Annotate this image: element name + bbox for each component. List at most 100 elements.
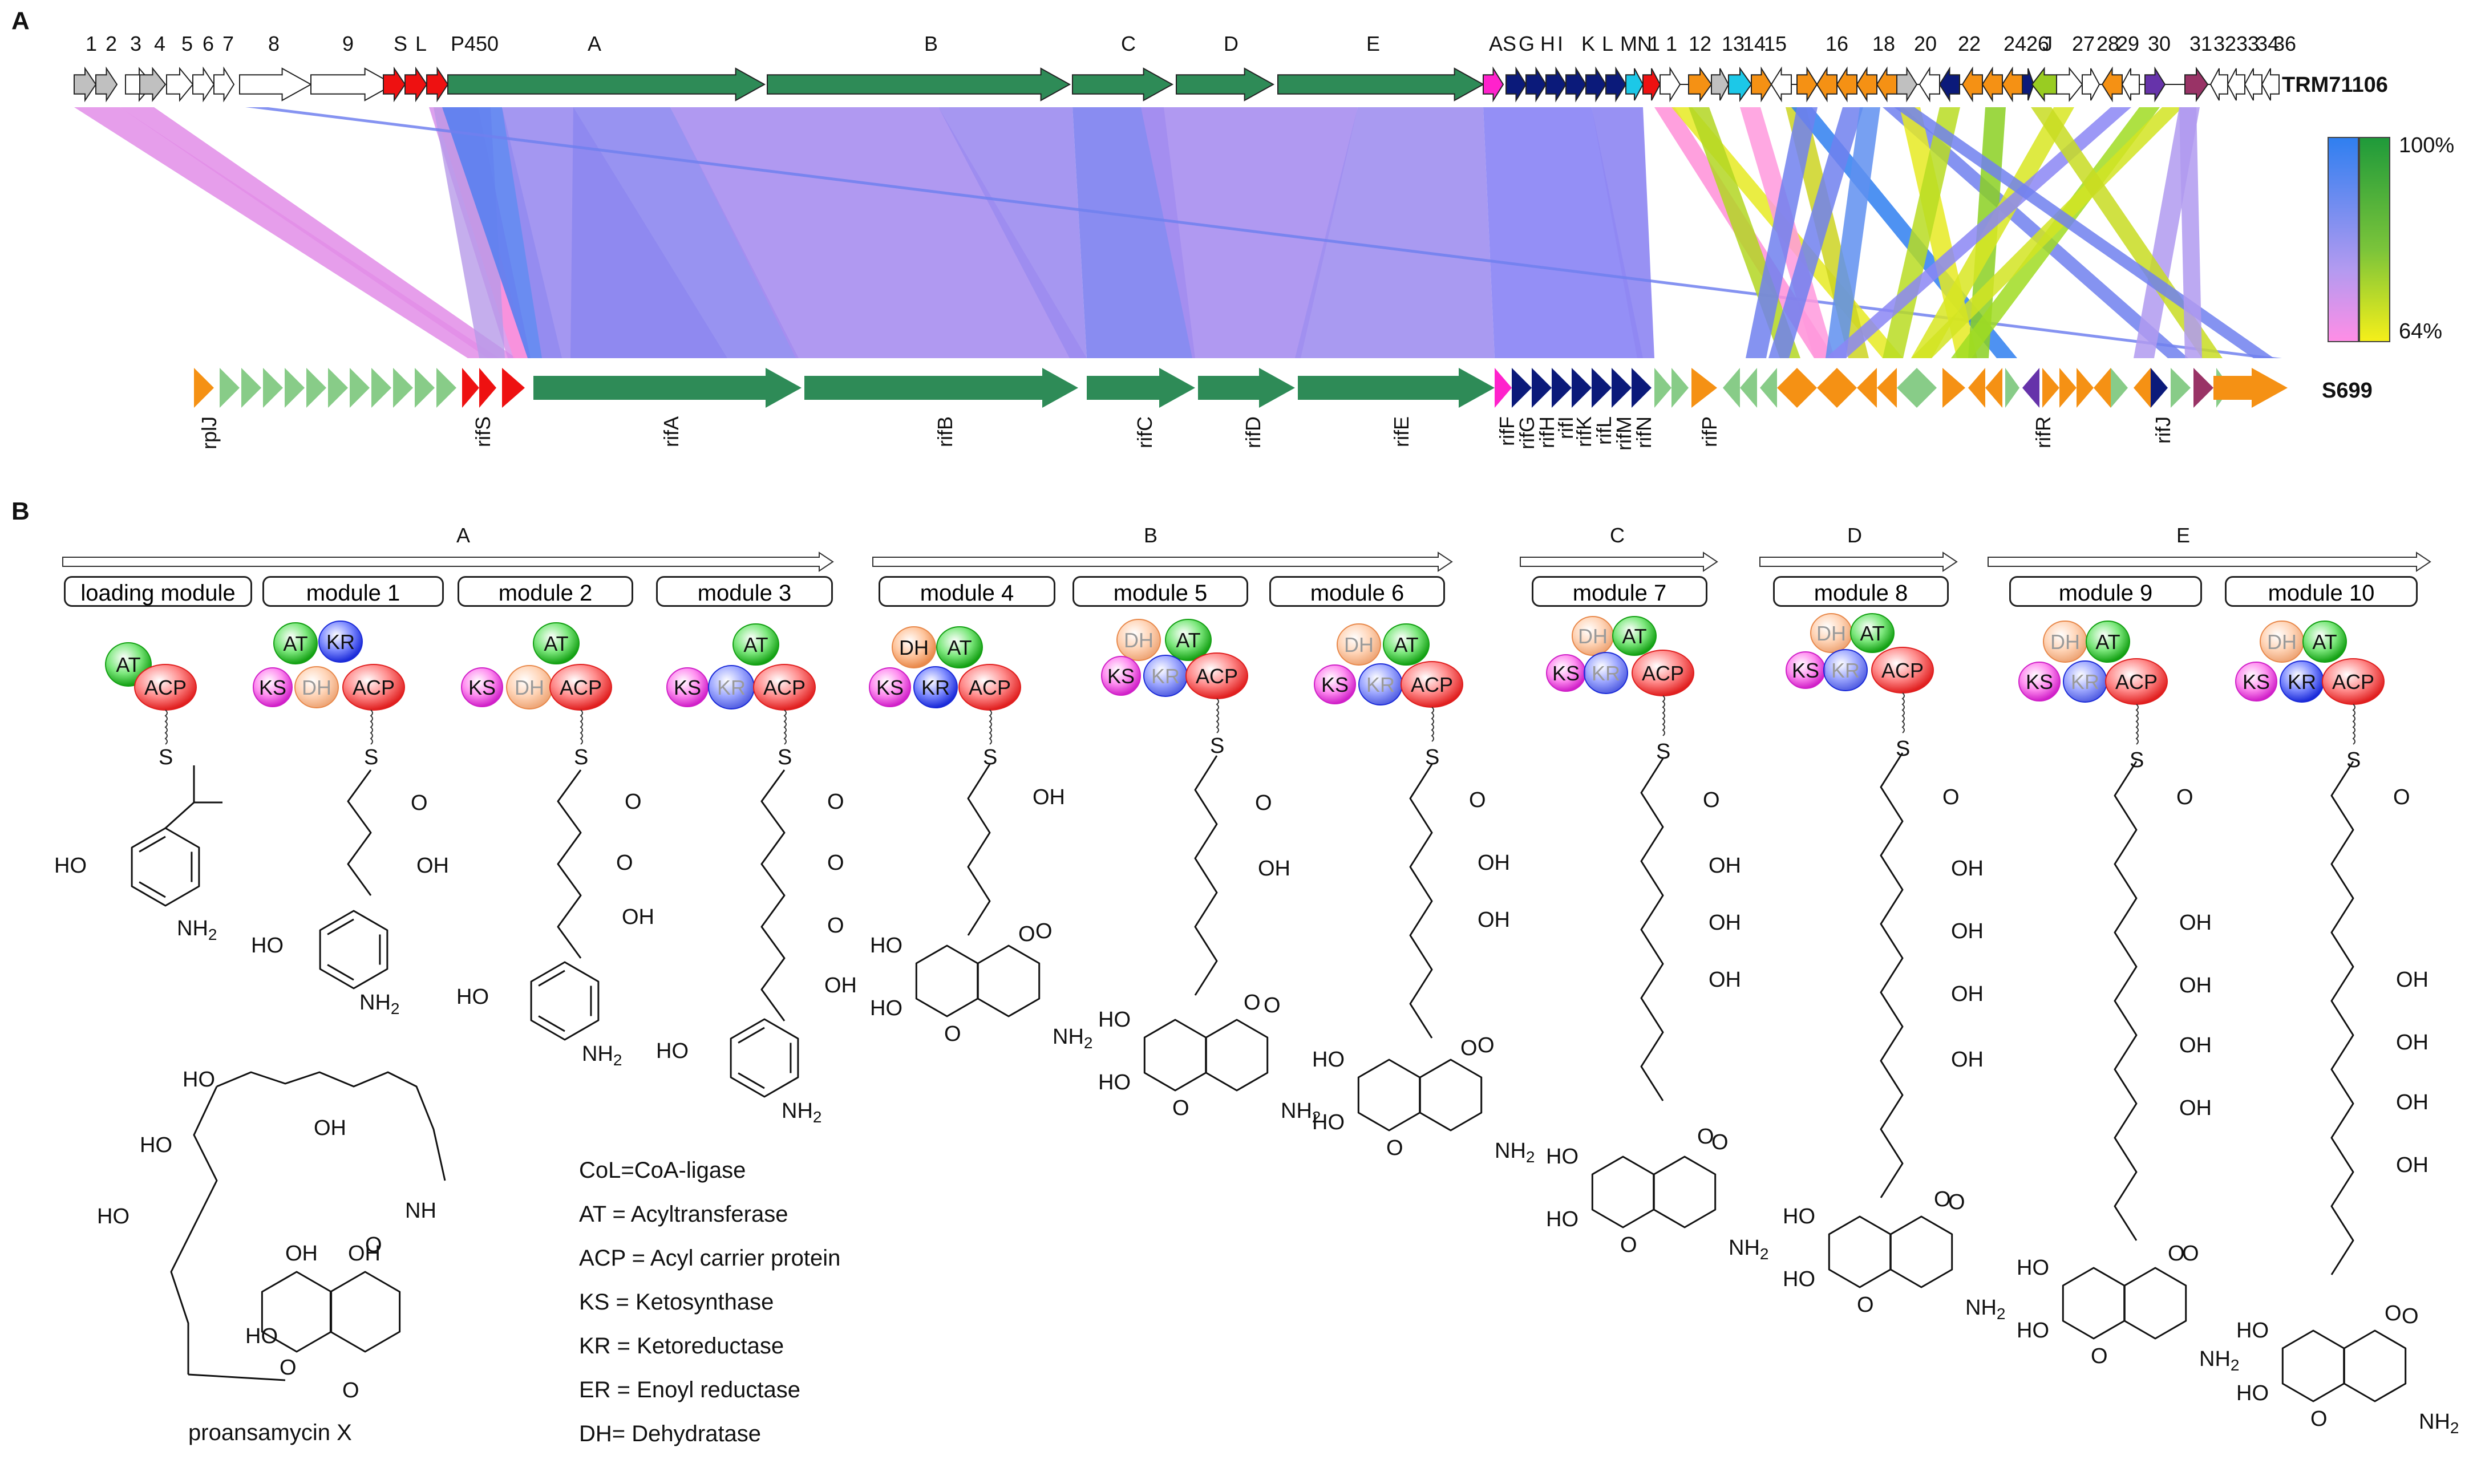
module-5-domain-1: AT bbox=[1165, 619, 1212, 661]
t-gene-17 bbox=[1796, 66, 1818, 103]
module5-ring2 bbox=[1205, 1019, 1269, 1092]
t-gene-5 bbox=[166, 67, 194, 102]
module-loading-domain-1: ACP bbox=[134, 664, 197, 711]
module-2-tether bbox=[580, 709, 583, 745]
module-10-domain-3-label: KR bbox=[2288, 670, 2316, 694]
module10-nh2-sub: 2 bbox=[2450, 1419, 2459, 1437]
module-4-domain-2-label: KS bbox=[876, 676, 904, 699]
module-7-domain-0-label: DH bbox=[1578, 625, 1608, 648]
module-4-domain-4: ACP bbox=[958, 664, 1021, 711]
top-gene-label-36: 26 bbox=[2026, 32, 2050, 55]
module-7-domain-2: KS bbox=[1546, 654, 1586, 692]
b-gene-rifS-a bbox=[462, 368, 479, 408]
gene-cluster-comparison bbox=[74, 66, 2288, 408]
top-gene-label-45: 34 bbox=[2256, 32, 2280, 55]
module-8-domain-3-label: KR bbox=[1831, 659, 1860, 682]
module6-ring2 bbox=[1419, 1059, 1483, 1132]
module1-o-0: O bbox=[411, 791, 428, 815]
module-7-domain-3-label: KR bbox=[1592, 662, 1620, 685]
t-gene-P450 bbox=[426, 66, 449, 103]
module-8-tether bbox=[1901, 692, 1905, 733]
module-6-domain-2-shape bbox=[1314, 664, 1356, 704]
module-5-domain-3: KR bbox=[1143, 655, 1188, 697]
t-gene-34 bbox=[2227, 68, 2245, 101]
bottom-gene-label-1: rifS bbox=[471, 416, 495, 447]
module-6-domain-4: ACP bbox=[1401, 661, 1463, 708]
module-4-domain-0-shape bbox=[892, 626, 936, 668]
module10-chain bbox=[2330, 761, 2354, 1275]
module-2-domain-1-shape bbox=[461, 667, 503, 707]
top-gene-label-33: 20 bbox=[1914, 32, 1937, 55]
module6-nh2-sub: 2 bbox=[1526, 1148, 1535, 1166]
t-gene-35 bbox=[2244, 68, 2263, 101]
module-10-tether bbox=[2352, 704, 2355, 745]
module-loading-thioester-s: S bbox=[159, 745, 173, 769]
module-box-2: module 2 bbox=[458, 576, 633, 607]
top-gene-label-26: 1 bbox=[1666, 32, 1678, 55]
link-pink-1 bbox=[74, 107, 499, 358]
link-rifD bbox=[1141, 107, 1358, 358]
module-1-domain-3: DH bbox=[294, 666, 339, 708]
t-gene-31 bbox=[2144, 66, 2166, 103]
abbr-kr: KR = Ketoreductase bbox=[579, 1333, 784, 1359]
module1-aryl-ring-db2 bbox=[327, 918, 354, 935]
link-cross-9 bbox=[1883, 107, 2188, 358]
t-gene-G bbox=[1505, 66, 1527, 103]
b-gene-lg-8 bbox=[393, 368, 413, 408]
b-gene-r15 bbox=[2059, 368, 2077, 408]
module7-ring1 bbox=[1591, 1155, 1655, 1228]
t-gene-15b bbox=[1751, 66, 1772, 103]
t-gene-20 bbox=[1856, 66, 1877, 103]
module-6-domain-0-shape bbox=[1337, 623, 1381, 666]
module-7-domain-1-shape bbox=[1612, 616, 1657, 656]
segment-arrow-d bbox=[1759, 552, 1958, 572]
module-1-domain-2: KS bbox=[253, 667, 293, 707]
top-gene-label-25: 1 bbox=[1649, 32, 1661, 55]
module10-oh-2: OH bbox=[2396, 1090, 2429, 1114]
t-gene-S bbox=[383, 66, 406, 103]
module-9-tether bbox=[2135, 704, 2139, 745]
proansamycin-bridge bbox=[188, 1373, 286, 1381]
module5-o-0: O bbox=[1255, 791, 1272, 815]
module3-o-1: O bbox=[827, 851, 844, 875]
module-9-domain-4: ACP bbox=[2105, 658, 2168, 705]
module8-keto-o: O bbox=[1934, 1187, 1951, 1211]
top-gene-label-19: H bbox=[1540, 32, 1555, 55]
module-1-domain-2-shape bbox=[253, 667, 293, 707]
top-gene-label-0: 1 bbox=[86, 32, 98, 55]
module-1-domain-4-shape bbox=[342, 664, 405, 711]
module-4-tether bbox=[989, 709, 992, 745]
b-gene-rifC bbox=[1087, 368, 1195, 408]
t-gene-2 bbox=[95, 66, 118, 103]
loading-nh2-main: NH bbox=[177, 917, 208, 940]
module-5-domain-4: ACP bbox=[1185, 652, 1248, 699]
b-gene-x2 bbox=[1671, 368, 1689, 408]
module7-oh-2: OH bbox=[1709, 968, 1741, 992]
b-gene-x4 bbox=[1740, 368, 1757, 408]
top-gene-label-15: D bbox=[1224, 32, 1238, 55]
module7-o-0: O bbox=[1703, 788, 1720, 812]
module-6-domain-3: KR bbox=[1358, 663, 1403, 705]
module-3-domain-2: KR bbox=[708, 665, 755, 709]
module3-nh2: NH2 bbox=[782, 1099, 821, 1126]
module-10-domain-1: AT bbox=[2302, 621, 2347, 663]
b-gene-rifB bbox=[804, 368, 1078, 408]
top-gene-label-7: 8 bbox=[268, 32, 280, 55]
top-gene-label-43: 32 bbox=[2213, 32, 2237, 55]
proansamycin-o-3: O bbox=[365, 1233, 382, 1257]
module-box-5: module 5 bbox=[1072, 576, 1248, 607]
proansamycin-ho-2: HO bbox=[140, 1133, 172, 1157]
b-gene-lg-10 bbox=[436, 368, 456, 408]
proansamycin-ho-1: HO bbox=[183, 1068, 215, 1092]
t-gene-28 bbox=[2056, 67, 2083, 102]
module-8-domain-2: KS bbox=[1786, 651, 1826, 689]
module-8-domain-4-label: ACP bbox=[1881, 659, 1924, 682]
module-9-domain-1: AT bbox=[2086, 621, 2130, 663]
proansamycin-o-1: O bbox=[280, 1356, 297, 1380]
segment-arrow-a bbox=[62, 552, 834, 572]
module1-nh2-main: NH bbox=[359, 991, 391, 1015]
b-gene-rifE bbox=[1298, 368, 1495, 408]
module-8-domain-3-shape bbox=[1823, 649, 1868, 691]
module-1-domain-2-label: KS bbox=[259, 676, 286, 699]
